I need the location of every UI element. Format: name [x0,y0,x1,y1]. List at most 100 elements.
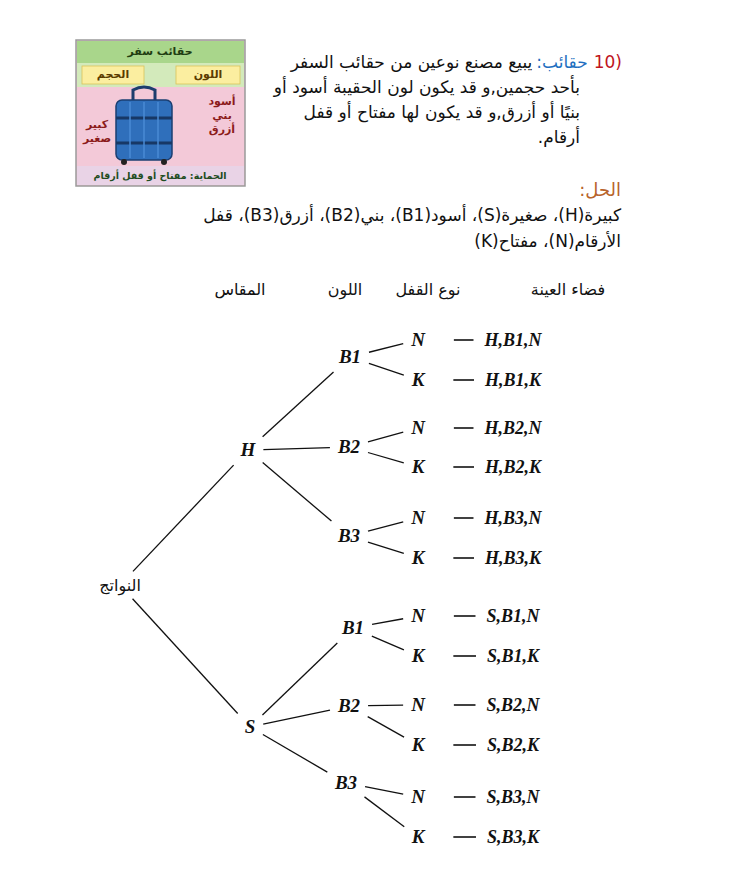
tree-branch [133,465,234,571]
node-text: S,B3,K [487,827,539,848]
outcome-node: H,B1,K [480,368,546,393]
node-text: N [411,507,425,529]
tree-branch [368,542,404,553]
node-text: N [411,694,425,716]
lock-node: K [407,643,430,669]
outcome-dash [454,339,474,341]
node-text: S,B2,N [486,695,539,716]
outcome-node: S,B1,K [482,644,544,669]
tree-branch [263,448,330,450]
lock-node: K [407,545,430,571]
outcome-node: H,B1,N [479,328,546,353]
outcome-dash [453,744,476,746]
outcome-dash [454,615,476,617]
node-text: N [411,786,425,808]
tree-branch [372,636,404,650]
node-text: S,B3,N [486,787,539,808]
panel-heading: اللون [194,68,223,81]
node-text: النواتج [99,576,141,595]
size-node: H [236,437,261,463]
node-text: H,B1,K [485,370,541,391]
column-header: فضاء العينة [531,280,605,299]
color-node: B2 [333,434,365,460]
node-text: K [412,645,425,667]
panel-sizes: كبير صغير [80,118,114,146]
color-node: B3 [333,523,365,549]
panel-title: حقائب سفر [127,45,192,58]
node-text: B3 [338,525,360,547]
tree-branch [365,787,403,794]
outcome-dash [453,466,474,468]
outcome-node: H,B3,N [479,506,546,531]
outcome-node: H,B2,N [479,416,546,441]
tree-branch [368,432,403,442]
lock-node: K [407,824,430,850]
color-node: B1 [334,344,366,370]
lock-node: N [406,692,430,718]
tree-branch [368,453,404,463]
outcome-dash [454,796,476,798]
tree-branch [372,619,403,625]
node-text: H,B1,N [484,330,541,351]
node-text: B2 [338,436,360,458]
tree-branch [263,735,327,773]
node-text: H [241,439,256,461]
problem-text: 10)حقائب:يبيع مصنع نوعين من حقائب السفر … [262,50,622,150]
outcome-node: H,B2,K [480,455,546,480]
panel-heading: الحجم [97,68,129,81]
color-node: B1 [337,615,369,641]
node-text: B2 [338,695,360,717]
node-text: K [412,826,425,848]
node-text: K [412,547,425,569]
tree-root: النواتج [94,574,146,597]
node-text: K [412,369,425,391]
lock-node: N [406,415,430,441]
problem-number: 10) [594,50,622,75]
node-text: S,B1,N [486,606,539,627]
outcome-node: S,B2,K [482,733,544,758]
column-header: اللون [328,280,363,299]
tree-branch [263,372,334,437]
node-text: S [245,716,256,738]
outcome-dash [454,517,474,519]
tree-branch [368,717,404,738]
color-node: B3 [330,770,362,796]
tree-branch [263,462,332,521]
tree-branch [262,643,337,715]
node-text: S,B1,K [487,646,539,667]
lock-node: K [407,367,430,393]
tree-branch [369,344,403,353]
panel-colors: أسود بني أزرق [205,95,239,137]
color-node: B2 [333,693,365,719]
node-text: B1 [339,346,361,368]
node-text: N [411,329,425,351]
node-text: H,B3,N [484,508,541,529]
tree-branch [368,705,403,707]
node-text: S,B2,K [487,735,539,756]
tree-branch [369,363,404,375]
node-text: N [411,605,425,627]
outcome-node: H,B3,K [480,546,546,571]
node-text: H,B2,K [485,457,541,478]
outcome-node: S,B3,K [482,825,544,850]
outcome-node: S,B2,N [481,693,544,718]
lock-node: N [406,784,430,810]
symbol-key: كبيرة(H)، صغيرة(S)، أسود(B1)، بني(B2)، أ… [141,202,621,254]
outcome-dash [454,704,476,706]
outcome-dash [453,557,474,559]
outcome-dash [454,427,474,429]
lock-node: N [406,505,430,531]
solution-heading: الحل: [579,179,621,201]
node-text: K [412,734,425,756]
size-node: S [240,714,261,740]
node-text: H,B3,K [485,548,541,569]
lock-node: K [407,454,430,480]
node-text: H,B2,N [484,418,541,439]
outcome-node: S,B3,N [481,785,544,810]
problem-body: يبيع مصنع نوعين من حقائب السفر بأحد حجمي… [274,52,580,147]
tree-branch [364,797,404,827]
tree-branch [368,522,403,531]
node-text: K [412,456,425,478]
outcome-node: S,B1,N [481,604,544,629]
